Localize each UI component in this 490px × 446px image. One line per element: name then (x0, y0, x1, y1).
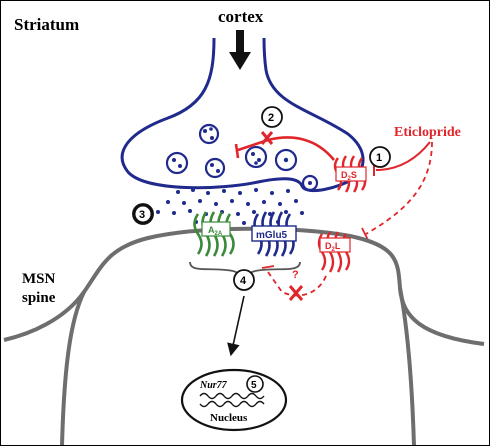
svg-text:D2S: D2S (341, 170, 357, 182)
d2l-label-sub: 2 (332, 247, 336, 253)
a2a-receptor: A2A (193, 211, 235, 257)
step-3-marker: 3 (132, 203, 154, 225)
a2a-label-sub: 2A (215, 231, 223, 237)
msn-dendrite-left-edge (60, 291, 86, 446)
d2l-to-mglu5-inhibition: ? (261, 265, 327, 301)
mglu5-label: mGlu5 (256, 230, 288, 241)
nucleus-label: Nucleus (210, 412, 248, 424)
d2s-receptor: D2S (333, 155, 367, 193)
mglu5-receptor: mGlu5 (251, 211, 297, 257)
region-label: Striatum (14, 15, 79, 34)
drug-to-d2l-inhibition (361, 141, 433, 241)
spine-label: spine (22, 290, 56, 306)
svg-text:D2L: D2L (325, 241, 341, 253)
gene-label: Nur77 (199, 380, 228, 391)
d2s-label-sub: 2 (348, 176, 352, 182)
blocked-x-mark-postsynaptic (288, 285, 304, 301)
synaptic-vesicles (165, 123, 319, 192)
cortex-label: cortex (218, 7, 264, 26)
uncertain-mark: ? (292, 269, 299, 281)
presynaptic-terminal (120, 37, 365, 192)
released-glutamate (156, 188, 304, 225)
d2s-label-suffix: S (351, 170, 357, 180)
svg-text:4: 4 (240, 275, 247, 287)
signal-to-nucleus-arrow (227, 295, 245, 357)
d2l-label-main: D (325, 241, 332, 251)
d2l-receptor: D2L (317, 231, 351, 273)
drug-label: Eticlopride (394, 125, 461, 140)
d2l-label-suffix: L (335, 241, 341, 251)
step-2-marker: 2 (261, 106, 283, 128)
cortex-input-arrow (229, 30, 251, 70)
a2a-label-main: A (208, 225, 215, 235)
d2s-label-main: D (341, 170, 348, 180)
msn-label: MSN (22, 271, 56, 287)
d2s-inhibition-path (234, 131, 336, 161)
msn-dendrite-right-edge (398, 287, 416, 446)
step-4-marker: 4 (233, 269, 255, 291)
svg-text:A2A: A2A (208, 225, 223, 237)
nucleus: Nur77 Nucleus (180, 368, 288, 432)
svg-text:3: 3 (139, 209, 145, 221)
step-1-marker: 1 (369, 146, 391, 168)
svg-text:2: 2 (268, 112, 274, 124)
step-5-marker: 5 (246, 375, 264, 393)
dna-strand (199, 392, 265, 400)
vesicle-contents (172, 127, 312, 185)
svg-text:5: 5 (251, 380, 257, 391)
svg-text:1: 1 (376, 152, 382, 164)
blocked-x-mark-presynaptic (260, 131, 274, 145)
